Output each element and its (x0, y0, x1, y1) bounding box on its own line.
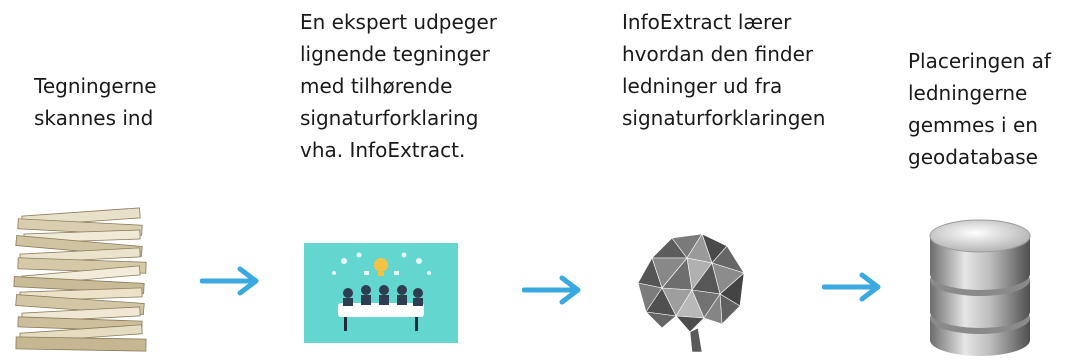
brain-icon (637, 233, 745, 353)
paper-stack-icon (13, 207, 147, 352)
arrow-right-icon (200, 266, 259, 296)
database-icon (929, 219, 1031, 356)
arrow-right-icon (522, 275, 581, 305)
arrow-right-icon (822, 272, 881, 302)
step-1-caption: Tegningerne skannes ind (34, 74, 157, 130)
step-4-caption: Placeringen af ledningerne gemmes i en g… (908, 49, 1051, 169)
step-2-caption: En ekspert udpeger lignende tegninger me… (300, 10, 497, 162)
meeting-icon (304, 243, 458, 343)
step-3-caption: InfoExtract lærer hvordan den finder led… (622, 10, 826, 130)
